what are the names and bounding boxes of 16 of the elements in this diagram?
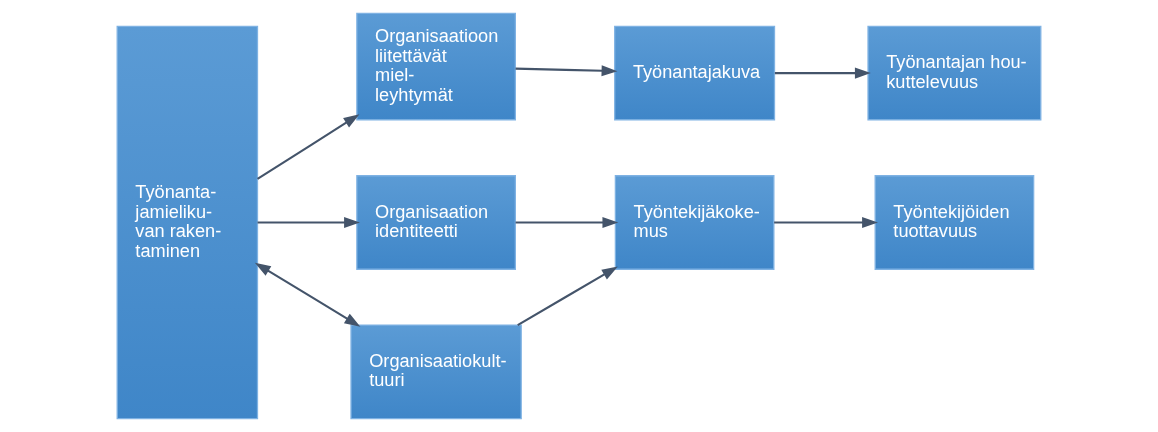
arrow (774, 67, 871, 79)
node-box: Organisaation identiteetti (356, 175, 516, 270)
arrow (517, 266, 618, 326)
node-box: Organisaatioon liitettävät miel- leyhtymät (356, 12, 516, 121)
arrow (515, 216, 619, 229)
arrow (257, 216, 360, 229)
node-box: Työnantajakuva (614, 25, 776, 121)
arrow (515, 65, 618, 77)
node-box: Organisaatiokult- tuuri (350, 324, 522, 420)
node-box: Työnanta- jamieliku- van raken- taminen (116, 25, 259, 420)
arrow (254, 262, 361, 327)
node-box: Työntekijöiden tuottavuus (874, 175, 1035, 270)
arrow (774, 216, 878, 229)
node-box: Työnantajan hou- kuttelevuus (867, 25, 1042, 121)
node-box: Työntekijäkoke- mus (614, 175, 775, 270)
arrow (257, 114, 360, 180)
